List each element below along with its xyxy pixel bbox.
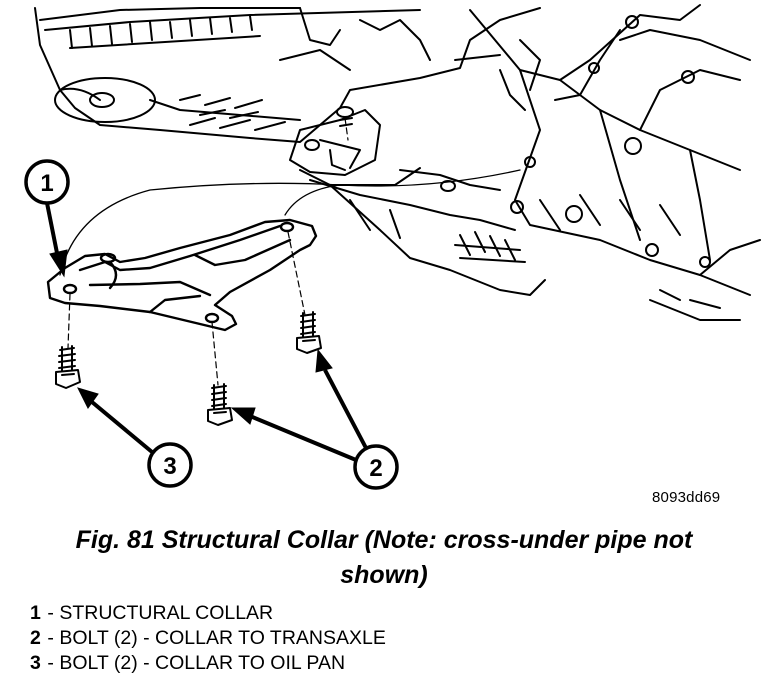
figure-caption: Fig. 81 Structural Collar (Note: cross-u… xyxy=(0,523,768,593)
callout-1-number: 1 xyxy=(40,170,53,197)
bolt-oil-pan xyxy=(55,345,81,389)
bolt-upper xyxy=(339,117,353,127)
legend-list: 1 - STRUCTURAL COLLAR 2 - BOLT (2) - COL… xyxy=(30,601,386,676)
figure-code: 8093dd69 xyxy=(652,489,721,506)
legend-item: 1 - STRUCTURAL COLLAR xyxy=(30,601,386,626)
callout-2: 2 xyxy=(230,348,399,490)
callout-3-number: 3 xyxy=(163,453,176,480)
structural-collar-drawing xyxy=(46,218,318,332)
caption-line-1: Fig. 81 Structural Collar (Note: cross-u… xyxy=(75,526,693,554)
bolt-transaxle-right xyxy=(296,311,322,354)
legend-text: - STRUCTURAL COLLAR xyxy=(42,602,274,624)
callout-3: 3 xyxy=(77,387,193,488)
legend-item: 2 - BOLT (2) - COLLAR TO TRANSAXLE xyxy=(30,626,386,651)
phantom-outline xyxy=(59,169,521,276)
legend-number: 1 xyxy=(30,602,41,624)
callout-1: 1 xyxy=(24,159,70,278)
lower-pan-drawing xyxy=(299,167,546,296)
oil-pan-drawing xyxy=(34,7,541,176)
bolt-transaxle-left xyxy=(207,383,233,426)
phantom-outline-lower xyxy=(284,184,341,216)
legend-number: 2 xyxy=(30,627,41,649)
exploded-view-illustration: 1 2 3 xyxy=(24,4,761,490)
transaxle-drawing xyxy=(454,4,761,321)
legend-number: 3 xyxy=(30,652,41,674)
legend-item: 3 - BOLT (2) - COLLAR TO OIL PAN xyxy=(30,651,386,676)
callout-2-number: 2 xyxy=(369,455,382,482)
legend-text: - BOLT (2) - COLLAR TO TRANSAXLE xyxy=(42,627,386,649)
bolt-alignment-lines xyxy=(67,117,349,386)
caption-line-2: shown) xyxy=(340,561,428,589)
legend-text: - BOLT (2) - COLLAR TO OIL PAN xyxy=(42,652,346,674)
